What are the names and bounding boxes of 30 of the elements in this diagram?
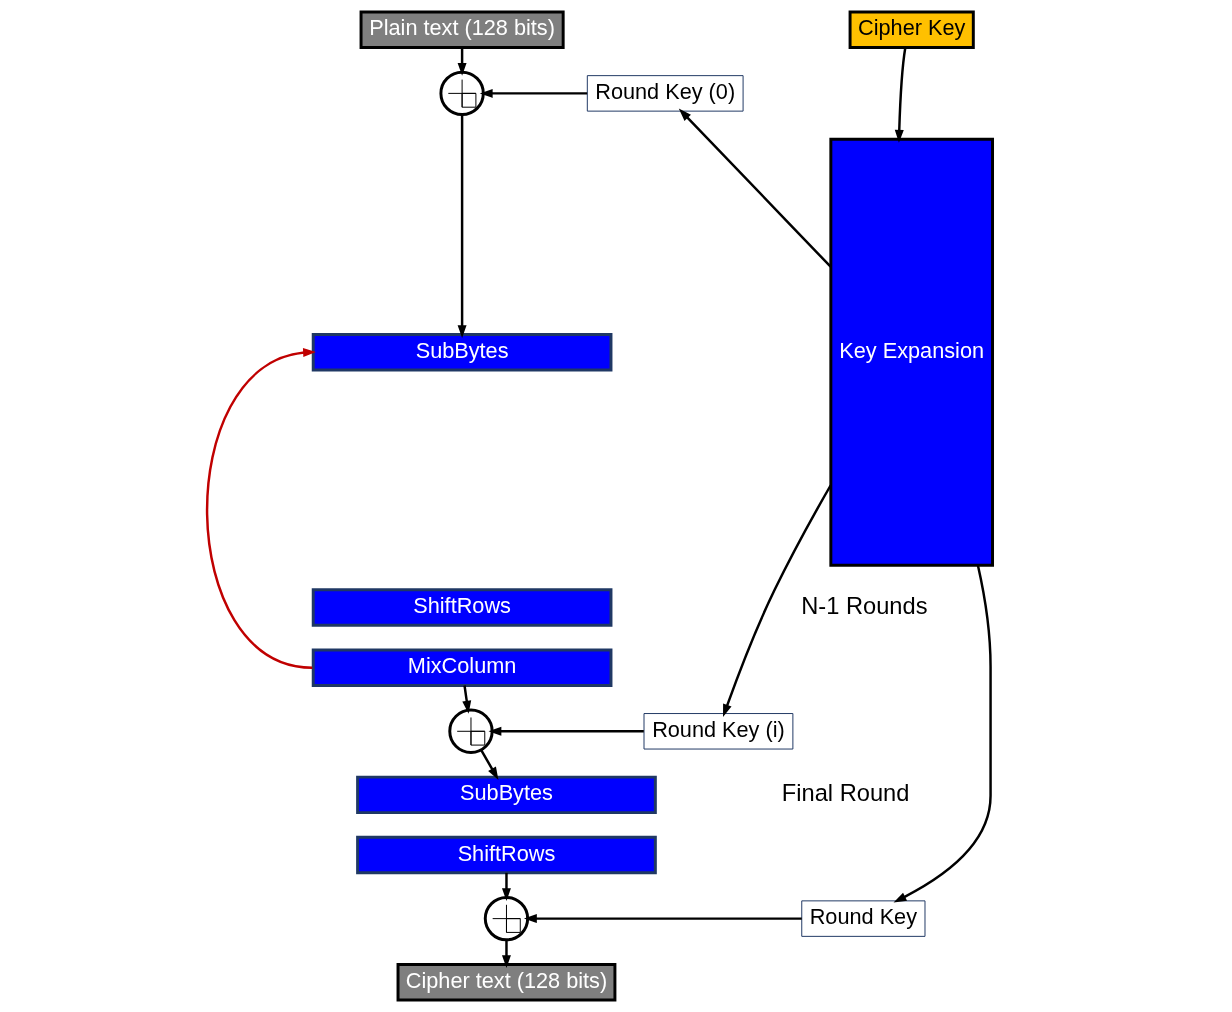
node-box: Round Key (i): [643, 713, 793, 750]
node-box: SubBytes: [311, 332, 612, 372]
arrow: [678, 108, 831, 268]
arrow: [205, 348, 316, 669]
node-box: ShiftRows: [355, 835, 657, 875]
arrow: [523, 914, 802, 924]
label: N-1 Rounds: [800, 592, 927, 619]
arrow: [501, 940, 511, 968]
node-circle: [438, 70, 485, 117]
arrow: [722, 484, 832, 718]
node-box: Cipher Key: [848, 10, 975, 49]
arrow: [501, 872, 511, 902]
node-box: Plain text (128 bits): [359, 10, 565, 49]
node-box: Key Expansion: [828, 137, 994, 567]
node-box: Cipher text (128 bits): [396, 963, 616, 1002]
node-circle: [447, 708, 494, 754]
node-box: MixColumn: [311, 648, 612, 687]
node-box: Round Key: [800, 900, 925, 937]
node-box: SubBytes: [355, 775, 657, 815]
arrow: [894, 47, 907, 143]
arrow: [479, 88, 587, 98]
arrow: [479, 749, 498, 780]
label: Final Round: [781, 779, 909, 806]
node-box: ShiftRows: [311, 588, 612, 627]
arrow: [488, 726, 644, 736]
node-circle: [483, 895, 529, 942]
arrow: [893, 565, 992, 903]
node-box: Round Key (0): [586, 75, 744, 112]
arrow: [461, 685, 471, 714]
arrow: [457, 114, 467, 339]
